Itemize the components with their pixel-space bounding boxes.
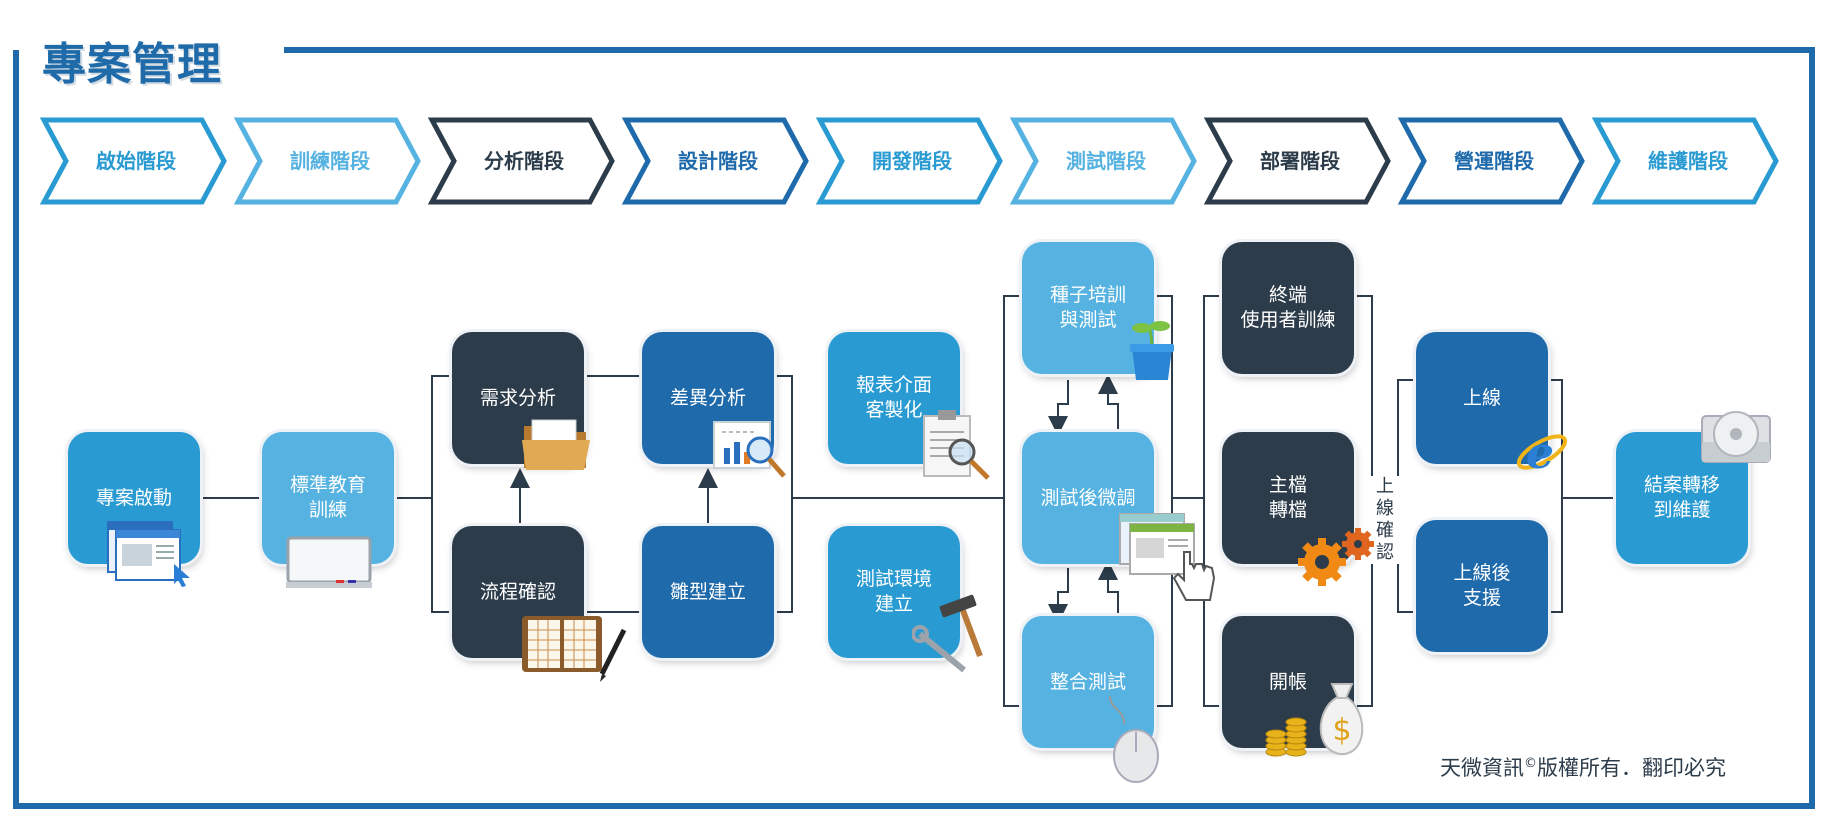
stage-chevron <box>1591 117 1779 205</box>
stage-chevron <box>621 117 809 205</box>
arrow-connectors <box>510 374 1119 624</box>
document-magnifier-icon <box>923 410 990 480</box>
hand-cursor-icon <box>1119 513 1216 601</box>
task-report-customization: 報表介面 客製化 <box>828 332 960 464</box>
copyright-mark: © <box>1524 756 1537 771</box>
stage-label: 訓練階段 <box>290 148 370 173</box>
svg-text:e: e <box>1526 428 1554 479</box>
stage-label: 維護階段 <box>1648 148 1728 173</box>
go-live-confirm-label: 上線 確認 <box>1368 476 1402 564</box>
stage-label: 測試階段 <box>1066 148 1146 173</box>
folder-icon <box>522 419 590 470</box>
whiteboard-icon <box>286 536 372 588</box>
stage-chevrons <box>39 117 1779 205</box>
page-title: 專案管理 <box>42 39 222 90</box>
task-end-user-training: 終端 使用者訓練 <box>1222 242 1354 374</box>
stage-label: 啟始階段 <box>96 148 176 173</box>
task-master-transfer: 主檔 轉檔 <box>1222 432 1354 564</box>
task-prototype: 雛型建立 <box>642 526 774 658</box>
chart-magnifier-icon <box>713 421 786 478</box>
stage-label: 營運階段 <box>1454 148 1534 173</box>
stage-chevron <box>1009 117 1197 205</box>
stage-label: 設計階段 <box>678 148 758 173</box>
task-go-live: 上線 <box>1416 332 1548 464</box>
stage-label: 分析階段 <box>484 148 564 173</box>
task-test-environment: 測試環境 建立 <box>828 526 960 658</box>
svg-text:$: $ <box>1332 713 1351 748</box>
copyright-owner: 天微資訊 <box>1440 756 1524 780</box>
stage-chevron <box>39 117 227 205</box>
internet-explorer-icon: e <box>1516 428 1568 479</box>
copyright-text: 版權所有．翻印必究 <box>1537 756 1726 780</box>
browser-window-icon <box>107 521 190 587</box>
hammer-wrench-icon <box>912 594 983 673</box>
gears-icon <box>1298 528 1374 586</box>
task-gap-analysis: 差異分析 <box>642 332 774 464</box>
copyright-notice: 天微資訊©版權所有．翻印必究 <box>1440 752 1726 782</box>
mouse-icon <box>1109 695 1159 783</box>
stage-label: 部署階段 <box>1260 148 1340 173</box>
task-requirements: 需求分析 <box>452 332 584 464</box>
task-post-test-tuning: 測試後微調 <box>1022 432 1154 564</box>
stage-chevron <box>1203 117 1391 205</box>
task-process-confirm: 流程確認 <box>452 526 584 658</box>
stage-label: 開發階段 <box>872 148 952 173</box>
task-integration-test: 整合測試 <box>1022 616 1154 748</box>
outer-frame <box>13 47 1815 809</box>
planner-book-icon <box>522 616 627 682</box>
money-bag-icon: $ <box>1265 683 1364 757</box>
task-post-live-support: 上線後 支援 <box>1416 520 1548 652</box>
stage-chevron <box>427 117 615 205</box>
stage-chevron <box>815 117 1003 205</box>
sprout-pot-icon <box>1130 321 1174 380</box>
stage-chevron <box>233 117 421 205</box>
stage-chevron <box>1397 117 1585 205</box>
cd-drive-icon <box>1701 411 1771 463</box>
